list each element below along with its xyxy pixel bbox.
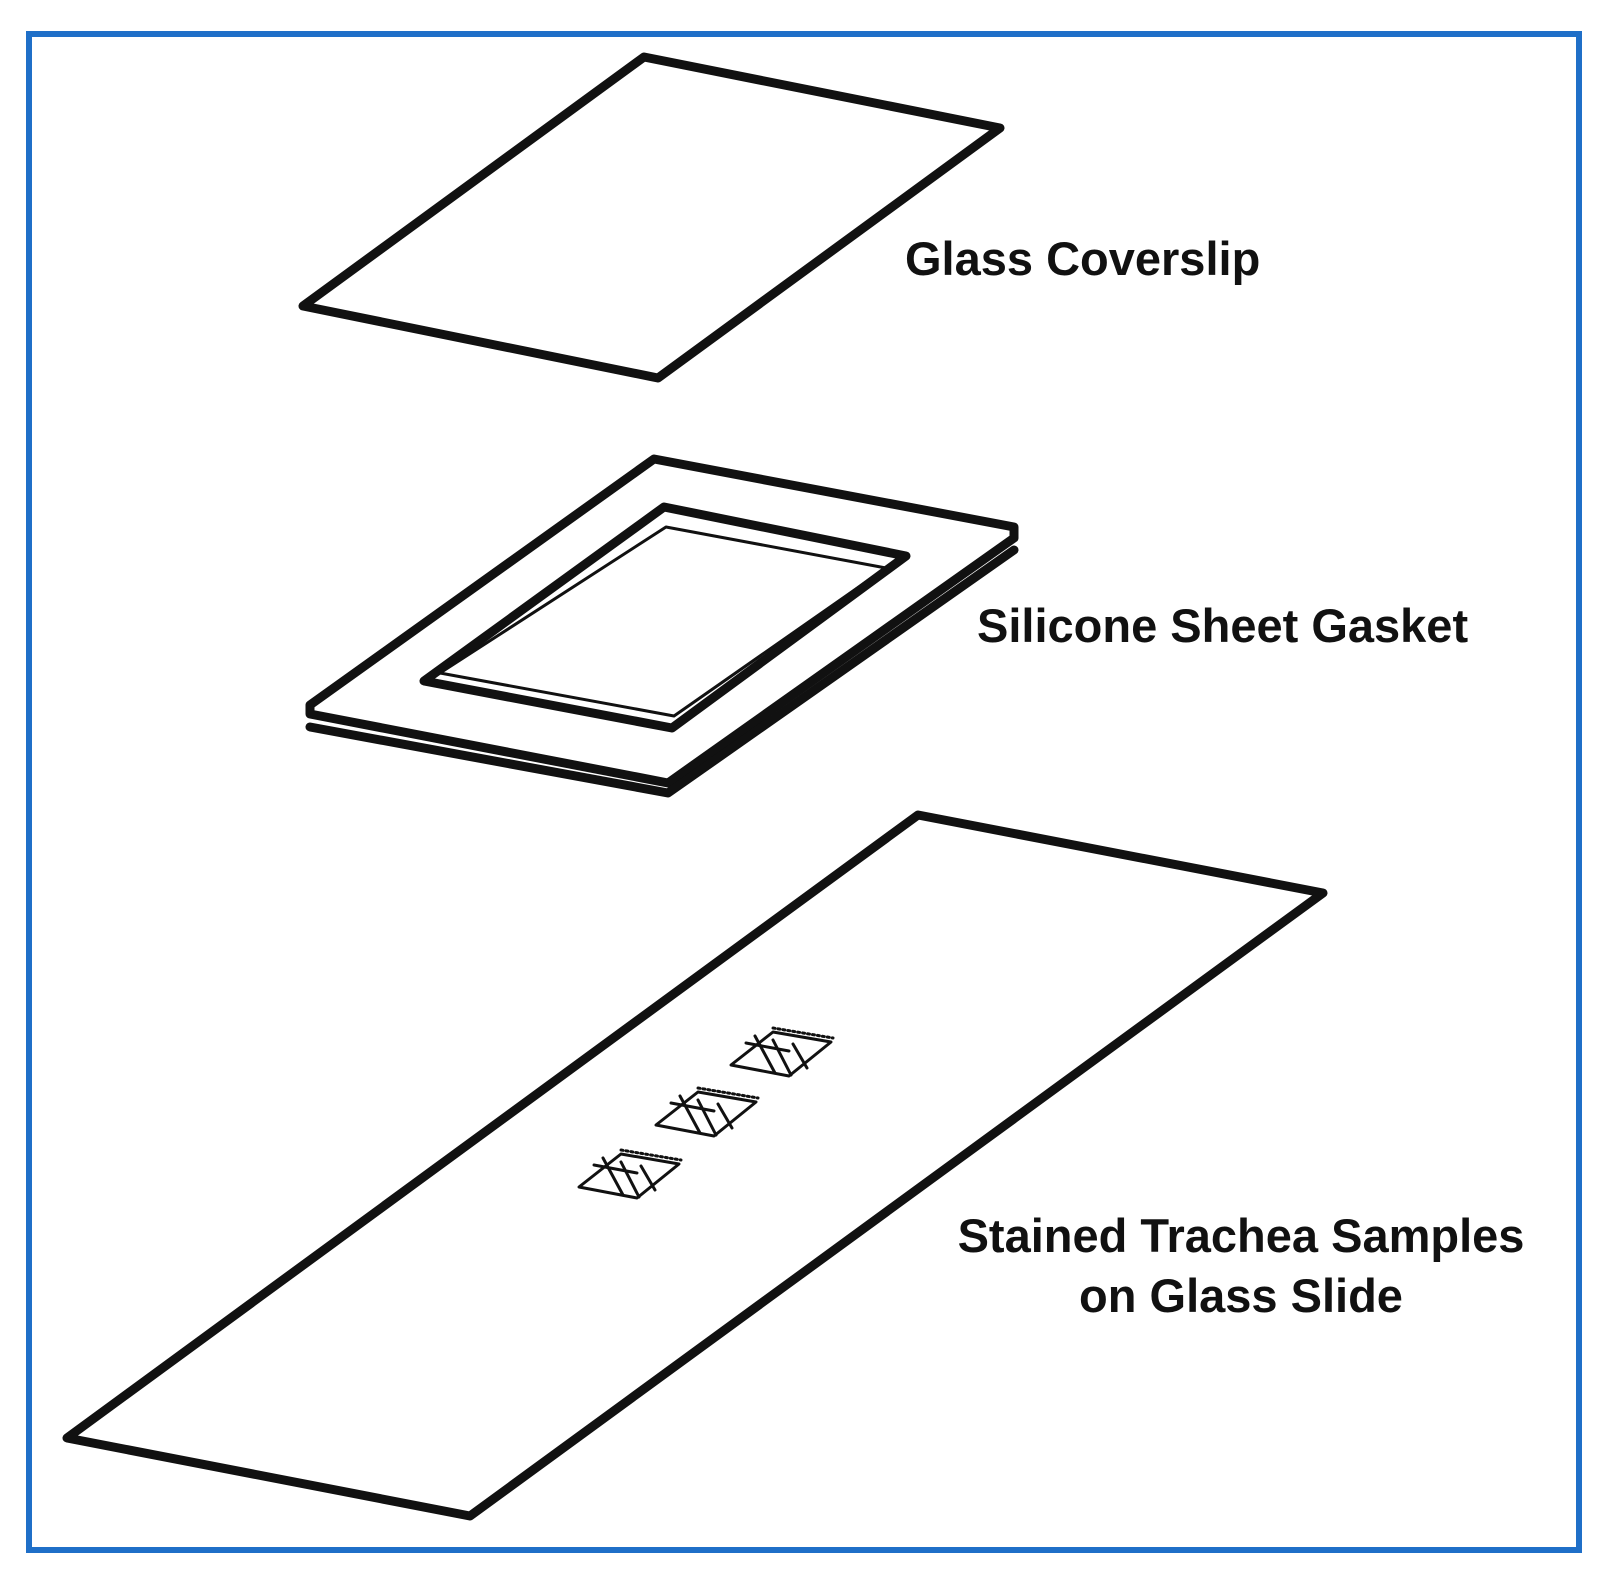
label-glass-coverslip: Glass Coverslip <box>905 232 1260 285</box>
label-slide-line-2: on Glass Slide <box>1079 1269 1403 1322</box>
label-silicone-sheet-gasket: Silicone Sheet Gasket <box>977 599 1468 652</box>
diagram-frame <box>26 31 1582 1553</box>
trachea-sample <box>577 1148 683 1200</box>
silicone-sheet-gasket <box>305 454 1019 798</box>
glass-coverslip <box>298 52 1005 383</box>
glass-slide <box>62 810 1328 1521</box>
trachea-sample <box>729 1026 835 1078</box>
gasket-window-outer <box>419 502 911 733</box>
gasket-top-face <box>305 454 1019 788</box>
gasket-bottom-edge <box>305 545 1019 798</box>
trachea-sample <box>654 1086 760 1138</box>
label-slide-line-1: Stained Trachea Samples <box>958 1209 1525 1262</box>
trachea-samples <box>577 1026 835 1200</box>
gasket-window-inner <box>438 525 888 718</box>
